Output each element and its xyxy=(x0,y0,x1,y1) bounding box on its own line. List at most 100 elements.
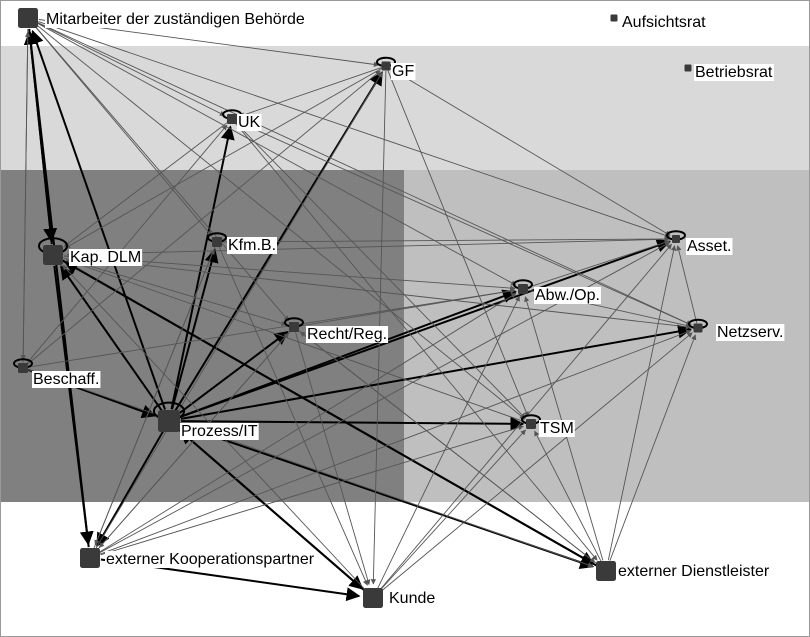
edge-kunde-to-abw xyxy=(377,295,520,589)
square-node xyxy=(684,64,692,72)
node-uk[interactable]: UK xyxy=(227,114,262,131)
edge-kfm-to-kunde xyxy=(218,246,368,586)
edge-gf-to-uk xyxy=(239,67,382,118)
edge-proz-to-kfm xyxy=(171,248,219,410)
edge-gf-to-asset xyxy=(390,68,671,236)
edge-dienst-to-tsm xyxy=(534,430,602,562)
node-label-abw: Abw./Op. xyxy=(535,287,600,304)
node-label-background xyxy=(69,249,143,266)
edge-ext-to-abw xyxy=(99,292,517,553)
node-ar[interactable]: Aufsichtsrat xyxy=(610,14,708,31)
node-label-asset: Asset. xyxy=(687,238,731,255)
node-label-background xyxy=(534,287,601,304)
square-node xyxy=(610,14,618,22)
edge-ext-to-recht xyxy=(96,332,290,551)
node-label-background xyxy=(621,14,708,31)
edge-mab-to-asset xyxy=(38,21,671,238)
edge-mab-to-kap xyxy=(28,28,58,243)
node-dienst[interactable]: externer Dienstleister xyxy=(596,561,771,581)
edge-ext-to-kfm xyxy=(93,248,215,548)
node-label-mab: Mitarbeiter der zuständigen Behörde xyxy=(46,11,305,28)
edge-mab-to-kfm xyxy=(34,26,213,237)
edge-gf-to-kap xyxy=(64,68,382,249)
edge-mab-to-tsm xyxy=(36,24,526,420)
square-node xyxy=(43,245,63,265)
node-asset[interactable]: Asset. xyxy=(672,235,733,255)
edge-mab-to-uk xyxy=(37,22,226,116)
edge-kap-to-recht xyxy=(63,257,287,326)
edge-mab-to-netz xyxy=(37,22,692,326)
edge-netz-to-asset xyxy=(676,245,698,324)
edge-proz-to-netz xyxy=(180,324,693,420)
node-label-uk: UK xyxy=(238,114,261,131)
edge-recht-to-kunde xyxy=(295,332,371,586)
node-label-background xyxy=(617,563,771,580)
edge-proz-to-recht xyxy=(178,330,289,415)
square-node xyxy=(596,561,616,581)
edge-besch-to-dienst xyxy=(28,369,594,568)
square-node xyxy=(212,237,222,247)
square-node xyxy=(363,588,383,608)
node-abw[interactable]: Abw./Op. xyxy=(518,284,601,304)
edge-ext-to-tsm xyxy=(100,425,524,556)
edge-kap-to-ext xyxy=(53,265,94,546)
edge-besch-to-abw xyxy=(28,288,516,368)
edge-proz-to-asset xyxy=(180,238,671,418)
node-label-background xyxy=(227,237,278,254)
node-proz[interactable]: Prozess/IT xyxy=(158,410,259,440)
node-label-background xyxy=(686,238,733,255)
node-label-kfm: Kfm.B. xyxy=(228,237,276,254)
node-label-background xyxy=(180,423,259,440)
edge-proz-to-tsm xyxy=(181,416,525,431)
edge-ext-to-netz xyxy=(100,329,692,555)
node-mab[interactable]: Mitarbeiter der zuständigen Behörde xyxy=(18,8,306,28)
node-label-background xyxy=(105,551,316,568)
square-node xyxy=(158,410,180,432)
node-tsm[interactable]: TSM xyxy=(526,419,575,437)
node-label-background xyxy=(539,420,575,437)
edge-dienst-to-kap xyxy=(63,261,597,567)
node-br[interactable]: Betriebsrat xyxy=(684,64,774,81)
node-kfm[interactable]: Kfm.B. xyxy=(212,237,278,254)
edge-proz-to-ext xyxy=(96,431,164,548)
node-label-gf: GF xyxy=(392,63,414,80)
edge-asset-to-kap xyxy=(66,238,672,258)
node-label-background xyxy=(694,64,774,81)
node-label-ext: externer Kooperationspartner xyxy=(106,551,315,568)
node-label-background xyxy=(716,324,785,341)
edge-gf-to-tsm xyxy=(387,70,529,418)
node-besch[interactable]: Beschaff. xyxy=(18,363,101,388)
node-label-background xyxy=(391,63,416,80)
node-label-kunde: Kunde xyxy=(389,590,435,607)
node-kap[interactable]: Kap. DLM xyxy=(43,245,143,266)
node-label-ar: Aufsichtsrat xyxy=(622,14,706,31)
edge-uk-to-kap xyxy=(63,121,228,247)
node-label-background xyxy=(388,590,437,607)
node-label-br: Betriebsrat xyxy=(695,64,773,81)
square-node xyxy=(289,322,299,332)
square-node xyxy=(693,323,703,333)
node-recht[interactable]: Recht/Reg. xyxy=(289,322,389,343)
node-netz[interactable]: Netzserv. xyxy=(693,323,785,342)
edge-dienst-to-netz xyxy=(609,334,697,561)
edge-kfm-to-asset xyxy=(222,236,670,243)
edge-mab-to-recht xyxy=(34,26,290,322)
node-label-besch: Beschaff. xyxy=(33,371,99,388)
edge-mab-to-abw xyxy=(37,22,517,286)
node-label-netz: Netzserv. xyxy=(717,324,783,341)
node-label-background xyxy=(237,114,262,131)
node-label-proz: Prozess/IT xyxy=(181,423,258,440)
square-node xyxy=(526,419,536,429)
edges-layer xyxy=(20,19,698,602)
edge-uk-to-netz xyxy=(236,120,692,326)
node-label-background xyxy=(45,11,306,28)
square-node xyxy=(672,235,680,243)
node-ext[interactable]: externer Kooperationspartner xyxy=(80,548,316,568)
node-gf[interactable]: GF xyxy=(381,61,416,81)
node-kunde[interactable]: Kunde xyxy=(363,588,437,608)
edge-dienst-to-asset xyxy=(607,245,677,561)
nodes-layer: Mitarbeiter der zuständigen Behörde Aufsi… xyxy=(18,8,785,608)
edge-uk-to-dienst xyxy=(235,122,598,561)
square-node xyxy=(381,61,391,71)
